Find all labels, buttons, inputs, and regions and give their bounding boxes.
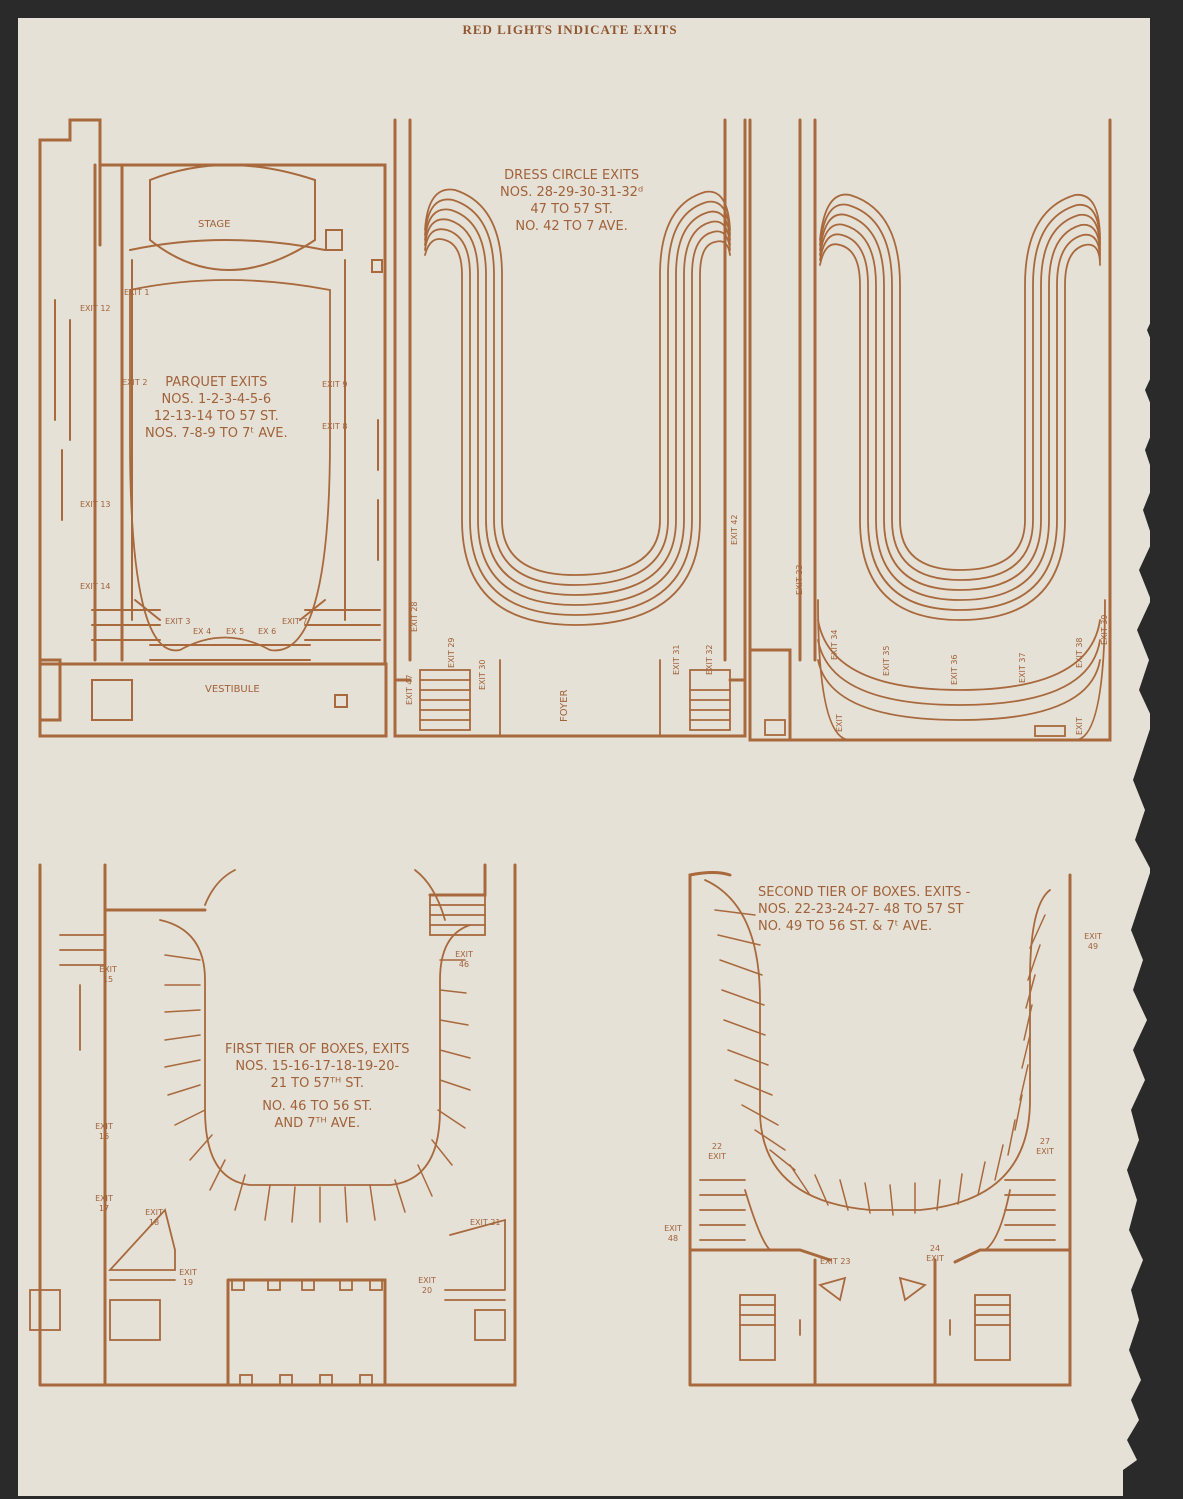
torn-page-edge bbox=[1123, 0, 1183, 1499]
first-tier-exit-19: EXIT 19 bbox=[179, 1268, 197, 1288]
parquet-exit-9: EXIT 9 bbox=[322, 380, 348, 389]
parquet-exit-12: EXIT 12 bbox=[80, 304, 111, 313]
parquet-exit-3: EXIT 3 bbox=[165, 617, 191, 626]
parquet-line-1: NOS. 1-2-3-4-5-6 bbox=[161, 391, 272, 407]
first-tier-exit-16: EXIT 16 bbox=[95, 1122, 113, 1142]
balcony-exit-33: EXIT 33 bbox=[795, 564, 804, 595]
parquet-exit-4: EX 4 bbox=[193, 627, 212, 636]
dress-circle-title: DRESS CIRCLE EXITS bbox=[504, 168, 640, 183]
dress-circle-line-1: NOS. 28-29-30-31-32ᵈ bbox=[500, 184, 644, 200]
second-tier-exit-48: EXIT 48 bbox=[664, 1224, 682, 1244]
dress-circle-exit-42: EXIT 42 bbox=[730, 514, 739, 545]
parquet-title: PARQUET EXITS bbox=[165, 375, 268, 390]
balcony-exit-36: EXIT 36 bbox=[950, 654, 959, 685]
dress-circle-line-2: 47 TO 57 ST. bbox=[530, 201, 613, 217]
vestibule-label: VESTIBULE bbox=[205, 684, 260, 695]
second-tier-exit-notice: SECOND TIER OF BOXES. EXITS - NOS. 22-23… bbox=[758, 885, 970, 936]
foyer-label: FOYER bbox=[559, 689, 570, 722]
parquet-details bbox=[54, 164, 383, 721]
program-page bbox=[18, 18, 1150, 1496]
parquet-exit-7: EXIT 7 bbox=[282, 617, 308, 626]
second-tier-line-1: NOS. 22-23-24-27- 48 TO 57 ST bbox=[758, 901, 964, 917]
balcony-exit-left: EXIT bbox=[835, 714, 844, 732]
parquet-exit-14: EXIT 14 bbox=[80, 582, 111, 591]
dress-circle-exit-notice: DRESS CIRCLE EXITS NOS. 28-29-30-31-32ᵈ … bbox=[500, 168, 643, 236]
first-tier-exit-notice: FIRST TIER OF BOXES, EXITS NOS. 15-16-17… bbox=[225, 1042, 410, 1132]
dress-circle-exit-28: EXIT 28 bbox=[410, 601, 419, 632]
dress-circle-exit-31: EXIT 31 bbox=[672, 644, 681, 675]
dress-circle-line-3: NO. 42 TO 7 AVE. bbox=[515, 218, 628, 234]
balcony-exit-38: EXIT 38 bbox=[1075, 637, 1084, 668]
first-tier-box-ticks bbox=[164, 954, 471, 1223]
parquet-exit-2: EXIT 2 bbox=[122, 378, 148, 387]
second-tier-exit-22: 22 EXIT bbox=[708, 1142, 726, 1162]
first-tier-line-3: NO. 46 TO 56 ST. bbox=[262, 1098, 373, 1114]
parquet-plan bbox=[38, 118, 388, 738]
second-tier-exit-49: EXIT 49 bbox=[1084, 932, 1102, 952]
parquet-line-2: 12-13-14 TO 57 ST. bbox=[153, 408, 279, 424]
balcony-exit-37: EXIT 37 bbox=[1018, 652, 1027, 683]
parquet-exit-1: EXIT 1 bbox=[124, 288, 150, 297]
parquet-exit-notice: PARQUET EXITS NOS. 1-2-3-4-5-6 12-13-14 … bbox=[145, 375, 288, 443]
dress-circle-exit-30: EXIT 30 bbox=[478, 659, 487, 690]
parquet-exit-5: EX 5 bbox=[226, 627, 245, 636]
first-tier-exit-18: EXIT 18 bbox=[145, 1208, 163, 1228]
first-tier-line-4: AND 7ᵀᴴ AVE. bbox=[274, 1115, 361, 1131]
stage-label: STAGE bbox=[198, 219, 231, 230]
first-tier-exit-15: EXIT 15 bbox=[99, 965, 117, 985]
second-tier-exit-24: 24 EXIT bbox=[926, 1244, 944, 1264]
first-tier-exit-21: EXIT 21 bbox=[470, 1218, 501, 1227]
second-tier-plan bbox=[688, 871, 1072, 1387]
balcony-exit-right: EXIT bbox=[1075, 717, 1084, 735]
second-tier-box-ticks bbox=[714, 909, 1046, 1216]
first-tier-line-2: 21 TO 57ᵀᴴ ST. bbox=[270, 1075, 365, 1091]
second-tier-title: SECOND TIER OF BOXES. EXITS - bbox=[758, 885, 971, 900]
balcony-rows bbox=[764, 193, 1106, 741]
parquet-line-3: NOS. 7-8-9 TO 7ᵗ AVE. bbox=[145, 425, 288, 441]
first-tier-exit-20: EXIT 20 bbox=[418, 1276, 436, 1296]
parquet-exit-8: EXIT 8 bbox=[322, 422, 348, 431]
balcony-plan bbox=[748, 118, 1112, 742]
dress-circle-rows bbox=[419, 188, 731, 737]
first-tier-line-1: NOS. 15-16-17-18-19-20- bbox=[235, 1058, 400, 1074]
second-tier-exit-27: 27 EXIT bbox=[1036, 1137, 1054, 1157]
second-tier-exit-23: EXIT 23 bbox=[820, 1257, 851, 1266]
dress-circle-exit-29: EXIT 29 bbox=[447, 637, 456, 668]
first-tier-boxes bbox=[29, 869, 506, 1386]
first-tier-exit-46: EXIT 46 bbox=[455, 950, 473, 970]
parquet-exit-6: EX 6 bbox=[258, 627, 277, 636]
second-tier-line-2: NO. 49 TO 56 ST. & 7ᵗ AVE. bbox=[758, 918, 933, 934]
parquet-exit-13: EXIT 13 bbox=[80, 500, 111, 509]
page-header: RED LIGHTS INDICATE EXITS bbox=[462, 22, 678, 37]
balcony-exit-39: EXIT 39 bbox=[1100, 614, 1109, 645]
dress-circle-exit-47: EXIT 47 bbox=[405, 674, 414, 705]
balcony-exit-34: EXIT 34 bbox=[830, 629, 839, 660]
first-tier-title: FIRST TIER OF BOXES, EXITS bbox=[225, 1042, 410, 1057]
second-tier-boxes bbox=[699, 879, 1056, 1361]
dress-circle-exit-32: EXIT 32 bbox=[705, 644, 714, 675]
balcony-exit-35: EXIT 35 bbox=[882, 645, 891, 676]
first-tier-exit-17: EXIT 17 bbox=[95, 1194, 113, 1214]
